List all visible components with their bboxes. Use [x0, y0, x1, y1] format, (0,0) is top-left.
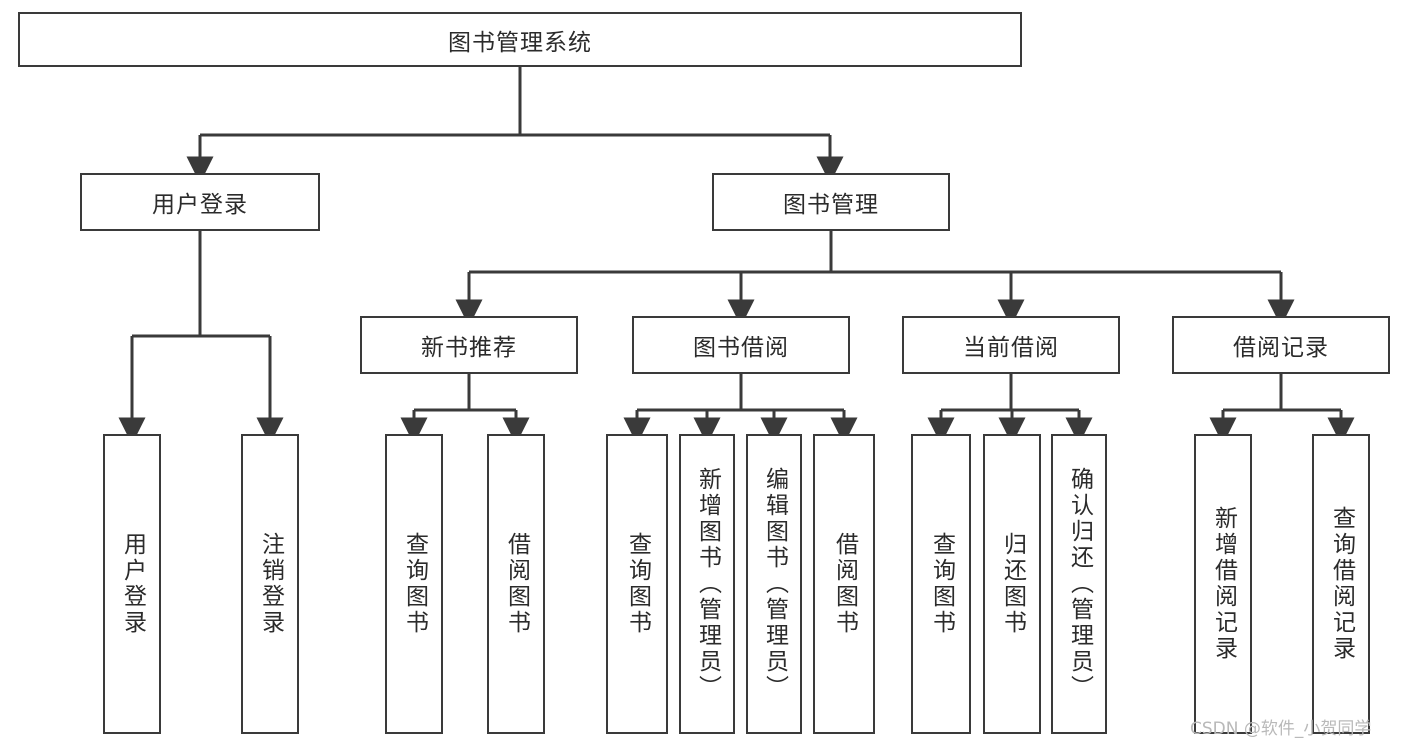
- node-user-login[interactable]: 用户登录: [80, 173, 320, 231]
- node-leaf-query-borrow-record[interactable]: 查询借阅记录: [1312, 434, 1370, 734]
- node-leaf-borrow-book-recommend[interactable]: 借阅图书: [487, 434, 545, 734]
- node-leaf-borrow-book-recommend-label: 借阅图书: [503, 532, 530, 636]
- node-root-label: 图书管理系统: [448, 29, 592, 56]
- node-borrow-records[interactable]: 借阅记录: [1172, 316, 1390, 374]
- node-leaf-query-book-borrow[interactable]: 查询图书: [606, 434, 668, 734]
- node-leaf-edit-book-admin[interactable]: 编辑图书（管理员）: [746, 434, 802, 734]
- node-current-borrow-label: 当前借阅: [963, 335, 1059, 361]
- node-leaf-user-login[interactable]: 用户登录: [103, 434, 161, 734]
- node-book-borrow[interactable]: 图书借阅: [632, 316, 850, 374]
- node-leaf-query-book-borrow-label: 查询图书: [624, 532, 651, 636]
- node-root[interactable]: 图书管理系统: [18, 12, 1022, 67]
- node-leaf-add-book-admin[interactable]: 新增图书（管理员）: [679, 434, 735, 734]
- node-new-book-recommend[interactable]: 新书推荐: [360, 316, 578, 374]
- node-leaf-add-borrow-record-label: 新增借阅记录: [1210, 506, 1237, 662]
- node-borrow-records-label: 借阅记录: [1233, 335, 1329, 361]
- node-leaf-query-book-recommend[interactable]: 查询图书: [385, 434, 443, 734]
- node-leaf-return-book-label: 归还图书: [999, 532, 1026, 636]
- node-leaf-borrow-book[interactable]: 借阅图书: [813, 434, 875, 734]
- node-user-login-label: 用户登录: [152, 192, 248, 218]
- node-leaf-query-book-current[interactable]: 查询图书: [911, 434, 971, 734]
- node-leaf-user-login-label: 用户登录: [119, 532, 146, 636]
- node-leaf-logout-label: 注销登录: [257, 532, 284, 636]
- node-leaf-logout[interactable]: 注销登录: [241, 434, 299, 734]
- node-leaf-confirm-return-admin-label: 确认归还（管理员）: [1066, 467, 1093, 701]
- node-leaf-query-borrow-record-label: 查询借阅记录: [1328, 506, 1355, 662]
- node-book-management[interactable]: 图书管理: [712, 173, 950, 231]
- node-leaf-add-borrow-record[interactable]: 新增借阅记录: [1194, 434, 1252, 734]
- node-book-borrow-label: 图书借阅: [693, 335, 789, 361]
- watermark: CSDN @软件_小贺同学: [1190, 719, 1372, 739]
- node-leaf-return-book[interactable]: 归还图书: [983, 434, 1041, 734]
- node-book-management-label: 图书管理: [783, 192, 879, 218]
- node-current-borrow[interactable]: 当前借阅: [902, 316, 1120, 374]
- node-leaf-confirm-return-admin[interactable]: 确认归还（管理员）: [1051, 434, 1107, 734]
- node-leaf-query-book-current-label: 查询图书: [928, 532, 955, 636]
- node-leaf-edit-book-admin-label: 编辑图书（管理员）: [761, 467, 788, 701]
- node-new-book-recommend-label: 新书推荐: [421, 335, 517, 361]
- node-leaf-query-book-recommend-label: 查询图书: [401, 532, 428, 636]
- node-leaf-borrow-book-label: 借阅图书: [831, 532, 858, 636]
- node-leaf-add-book-admin-label: 新增图书（管理员）: [694, 467, 721, 701]
